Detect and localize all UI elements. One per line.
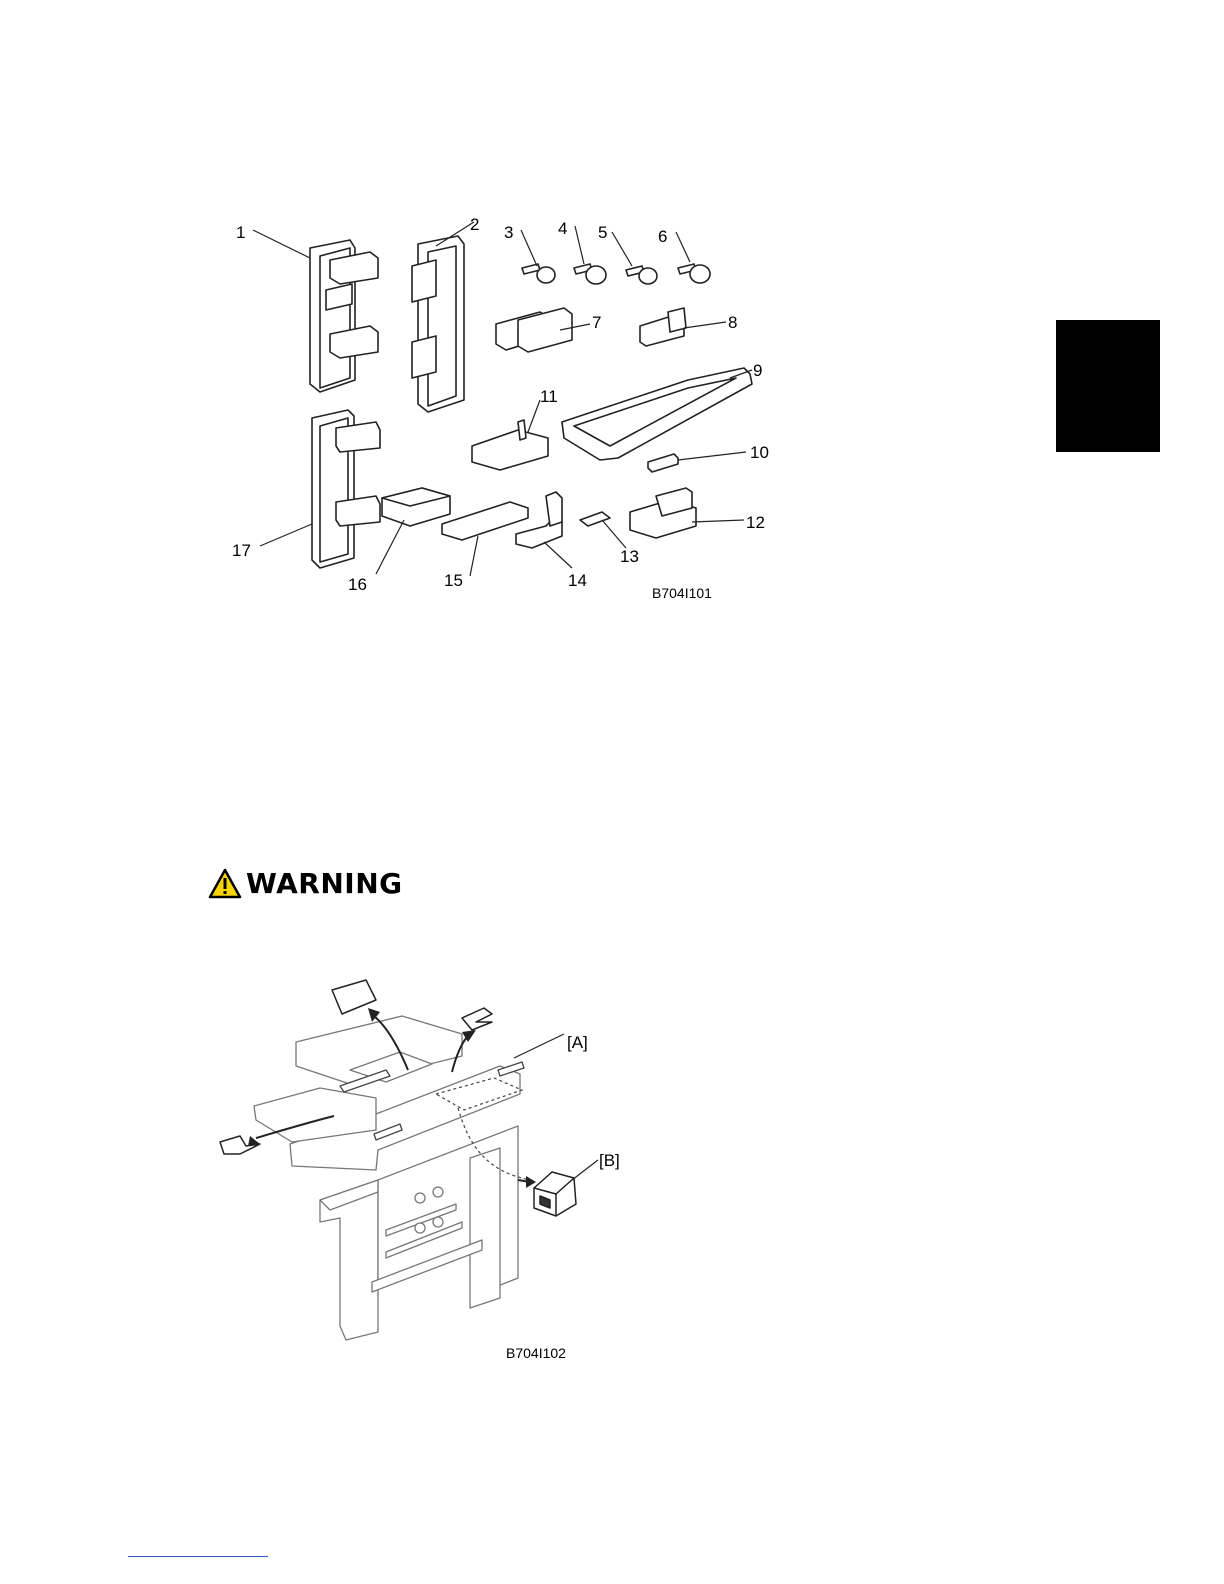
- part-9-shape: [562, 368, 752, 460]
- part-16-shape: [382, 488, 450, 526]
- figure-code: B704I101: [652, 585, 712, 601]
- part-1-shape: [310, 240, 378, 392]
- callout-3: 3: [504, 223, 513, 242]
- removed-block-b: [534, 1172, 576, 1216]
- callout-17: 17: [232, 541, 251, 560]
- callout-b: [B]: [599, 1151, 620, 1170]
- callout-9: 9: [753, 361, 762, 380]
- section-tab-marker: [1056, 320, 1160, 452]
- machine-right-post: [470, 1148, 500, 1308]
- callout-a: [A]: [567, 1033, 588, 1052]
- callout-13: 13: [620, 547, 639, 566]
- warning-text: WARNING: [246, 866, 403, 902]
- callout-6: 6: [658, 227, 667, 246]
- removed-tape-piece-right: [462, 1008, 492, 1030]
- callout-15: 15: [444, 571, 463, 590]
- part-8-shape: [640, 308, 686, 346]
- callout-1: 1: [236, 223, 245, 242]
- callout-16: 16: [348, 575, 367, 594]
- callout-5: 5: [598, 223, 607, 242]
- callout-4: 4: [558, 219, 567, 238]
- callout-14: 14: [568, 571, 587, 590]
- footer-link-underline: [128, 1556, 268, 1557]
- callout-2: 2: [470, 215, 479, 234]
- part-15-shape: [442, 502, 528, 540]
- part-12-shape: [630, 488, 696, 538]
- callout-10: 10: [750, 443, 769, 462]
- part-17-shape: [312, 410, 380, 568]
- callout-11: 11: [540, 387, 558, 406]
- machine-illustration: [A] [B] B704I102: [200, 960, 640, 1370]
- part-11-shape: [472, 420, 548, 470]
- part-3-screw: [522, 264, 555, 283]
- parts-illustration: 1 2 3 4 5 6 7 8 9 10 11 12 13 14 15 16 1…: [200, 200, 800, 610]
- callout-7: 7: [592, 313, 601, 332]
- warning-label: WARNING: [208, 866, 418, 902]
- part-2-shape: [412, 236, 464, 412]
- part-6-screw: [678, 264, 710, 283]
- warning-triangle-icon: [208, 868, 242, 900]
- callout-12: 12: [746, 513, 765, 532]
- part-4-screw: [574, 264, 606, 284]
- callout-8: 8: [728, 313, 737, 332]
- part-5-screw: [626, 266, 657, 284]
- figure-code-2: B704I102: [506, 1345, 566, 1361]
- part-10-shape: [648, 454, 678, 472]
